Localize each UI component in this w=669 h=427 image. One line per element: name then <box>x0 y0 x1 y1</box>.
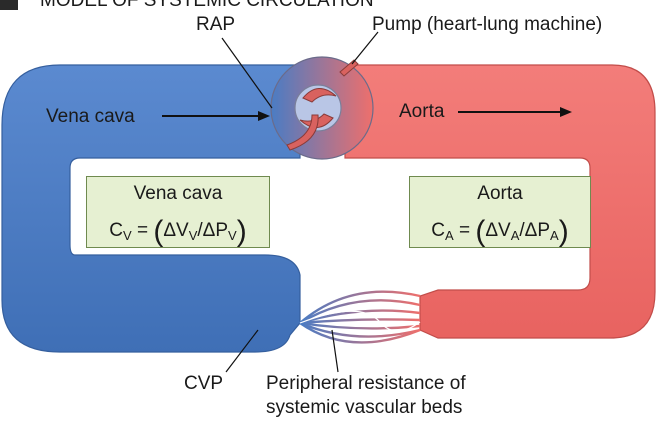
venous-box-title: Vena cava <box>133 183 223 204</box>
venous-compliance-box: Vena cava CV = (ΔVV/ΔPV) <box>86 176 270 248</box>
pump-inlet-icon <box>339 59 359 77</box>
arterial-box-title: Aorta <box>477 183 523 204</box>
vascular-bed <box>299 290 421 344</box>
arterial-compliance-box: Aorta CA = (ΔVA/ΔPA) <box>409 176 591 248</box>
arterial-compliance-formula: CA = (ΔVA/ΔPA) <box>431 215 569 248</box>
header-marker <box>0 0 18 10</box>
aorta-flow-arrow <box>458 107 572 117</box>
rap-leader <box>221 37 273 109</box>
resistance-leader <box>331 329 339 373</box>
pump-leader <box>351 31 379 65</box>
rap-label: RAP <box>196 14 236 35</box>
resistance-label-line2: systemic vascular beds <box>266 397 463 418</box>
pump-rotor-icon <box>299 88 337 128</box>
cvp-leader <box>225 329 259 373</box>
resistance-label-line1: Peripheral resistance of <box>266 373 466 394</box>
vena-cava-tube <box>1 64 301 353</box>
venous-compliance-formula: CV = (ΔVV/ΔPV) <box>109 215 247 248</box>
aorta-tube <box>344 64 656 339</box>
aorta-arrow-label: Aorta <box>399 101 445 122</box>
pump-label: Pump (heart-lung machine) <box>372 14 603 35</box>
vena-cava-flow-arrow <box>162 111 270 121</box>
cvp-label: CVP <box>184 373 224 394</box>
pump-handle-icon <box>286 114 319 151</box>
vena-cava-arrow-label: Vena cava <box>46 106 135 127</box>
header-title: MODEL OF SYSTEMIC CIRCULATION <box>40 0 374 11</box>
